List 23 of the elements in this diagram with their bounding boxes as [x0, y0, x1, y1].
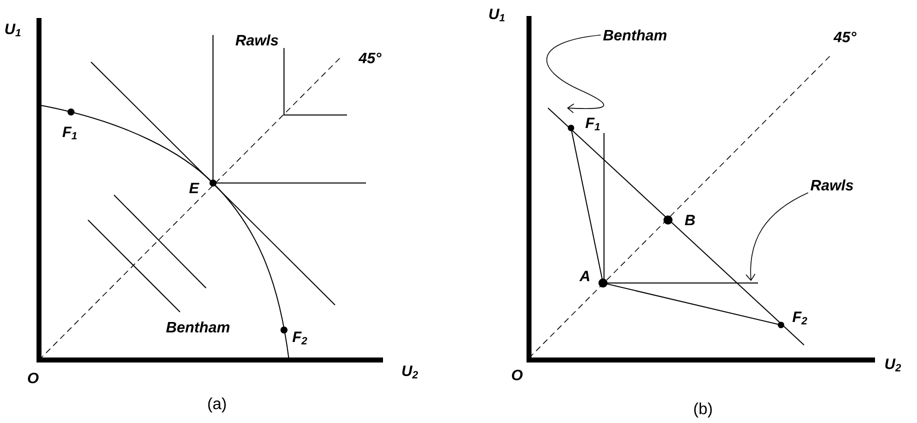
label: Rawls: [236, 34, 278, 46]
label: (a): [208, 398, 226, 412]
text-label: Bentham: [603, 30, 666, 40]
label: U$_{1}$: [489, 8, 505, 22]
leader-line: [546, 34, 604, 114]
label: F$_{1}$: [586, 118, 600, 130]
label: 45°: [358, 52, 382, 64]
label: U$_{2}$: [885, 358, 901, 372]
label: U$_{1}$: [5, 24, 21, 36]
label: Bentham: [166, 322, 230, 332]
label: (b): [694, 402, 712, 418]
label: O: [512, 370, 523, 380]
label: U$_{2}$: [402, 366, 418, 378]
label: F$_{2}$: [292, 332, 308, 344]
leader-line: [746, 192, 809, 281]
text-label: Rawls: [810, 180, 854, 190]
label: A: [579, 270, 590, 282]
label: O: [28, 372, 39, 384]
label: B: [684, 214, 695, 226]
label: E: [189, 182, 200, 194]
label: F$_{2}$: [792, 312, 808, 324]
label: 45°: [833, 32, 856, 42]
label: F$_{1}$: [62, 126, 77, 140]
